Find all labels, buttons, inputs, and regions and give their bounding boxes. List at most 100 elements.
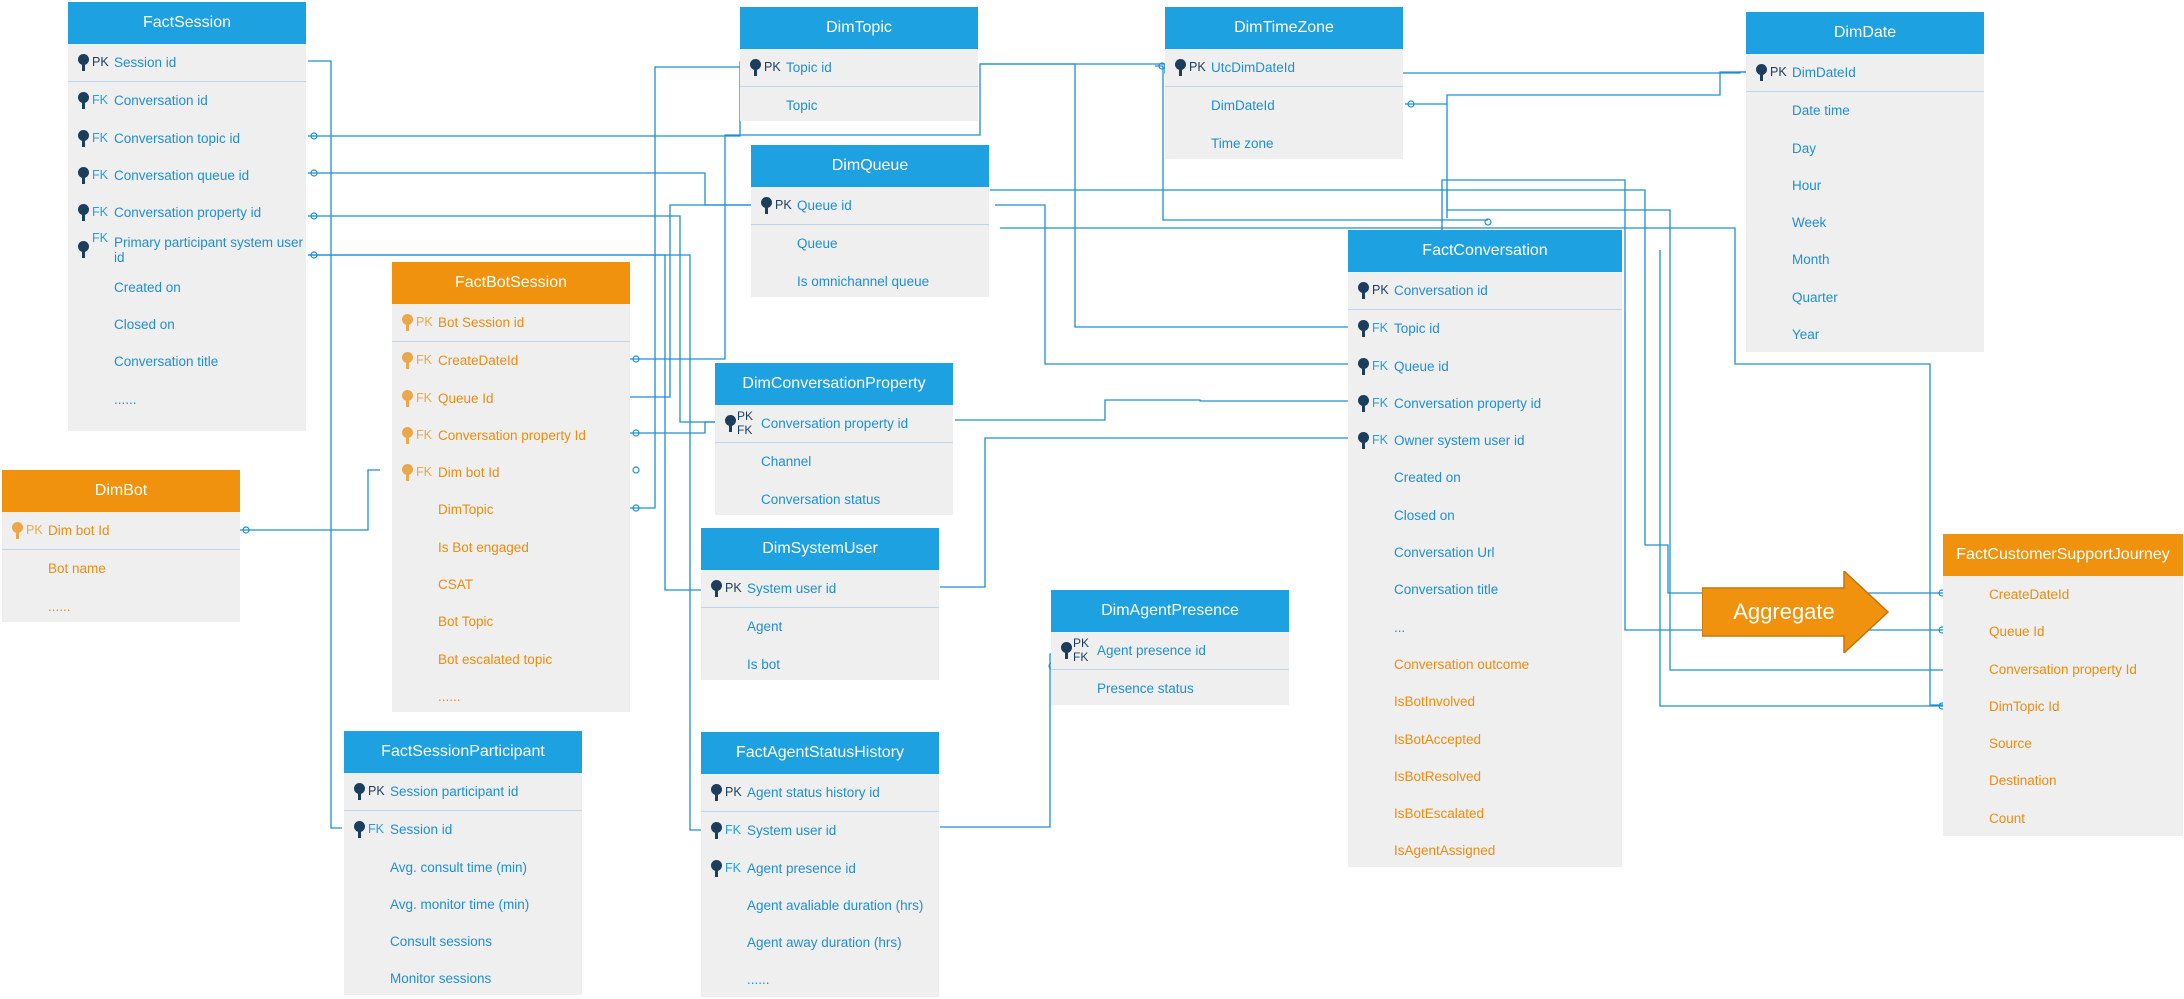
- field-label: Queue Id: [1989, 624, 2045, 640]
- dimtimezone-title: DimTimeZone: [1165, 7, 1403, 49]
- field-row: Monitor sessions: [344, 960, 582, 997]
- field-row: IsAgentAssigned: [1348, 832, 1622, 869]
- field-row: Day: [1746, 130, 1984, 167]
- field-label: Conversation property Id: [1989, 661, 2137, 677]
- field-row: ......: [2, 588, 240, 625]
- field-row: DimDateId: [1165, 87, 1403, 124]
- field-row: IsBotAccepted: [1348, 721, 1622, 758]
- field-label: IsBotEscalated: [1394, 806, 1485, 822]
- factcustomersupportjourney-title: FactCustomerSupportJourney: [1943, 534, 2183, 576]
- field-label: IsBotAccepted: [1394, 731, 1482, 747]
- field-label: Month: [1792, 252, 1830, 268]
- field-row: Is bot: [701, 646, 939, 683]
- field-label: Queue: [797, 236, 838, 252]
- dimqueue-title: DimQueue: [751, 145, 989, 187]
- field-row: IsBotResolved: [1348, 758, 1622, 795]
- field-row: Conversation outcome: [1348, 646, 1622, 683]
- field-label: System user id: [747, 581, 837, 596]
- field-label: Hour: [1792, 177, 1822, 193]
- field-row: Bot escalated topic: [392, 641, 630, 678]
- field-row: Avg. monitor time (min): [344, 886, 582, 923]
- field-row: Agent away duration (hrs): [701, 924, 939, 961]
- field-label: Is bot: [747, 656, 781, 672]
- field-label: Conversation topic id: [114, 130, 241, 146]
- factsession-title: FactSession: [68, 2, 306, 44]
- field-row: Queue: [751, 225, 989, 262]
- field-label: ...: [1394, 619, 1406, 635]
- field-row: Conversation Url: [1348, 534, 1622, 571]
- field-row: Closed on: [1348, 497, 1622, 534]
- field-label: Day: [1792, 140, 1817, 156]
- primary-key-icon: PK: [1746, 54, 1790, 91]
- foreign-key-icon: FK: [344, 811, 388, 848]
- field-row: DimTopic: [392, 491, 630, 528]
- field-label: Conversation property id: [761, 416, 909, 431]
- field-label: Session id: [114, 55, 177, 70]
- field-row: Year: [1746, 316, 1984, 353]
- field-row: Avg. consult time (min): [344, 849, 582, 886]
- dimsystemuser-title: DimSystemUser: [701, 528, 939, 570]
- field-label: Is omnichannel queue: [797, 273, 930, 289]
- field-label: Quarter: [1792, 289, 1838, 305]
- field-label: UtcDimDateId: [1211, 60, 1296, 75]
- field-label: IsAgentAssigned: [1394, 843, 1496, 859]
- factbotsession-title: FactBotSession: [392, 262, 630, 304]
- field-label: Primary participant system user id: [114, 235, 304, 266]
- field-label: Time zone: [1211, 135, 1274, 151]
- field-label: IsBotInvolved: [1394, 694, 1476, 710]
- field-row: Destination: [1943, 762, 2183, 799]
- field-label: Conversation queue id: [114, 167, 250, 183]
- field-label: Agent away duration (hrs): [747, 935, 902, 951]
- field-label: Is Bot engaged: [438, 539, 529, 555]
- field-label: Consult sessions: [390, 934, 493, 950]
- field-row: DimTopic Id: [1943, 688, 2183, 725]
- field-label: Channel: [761, 454, 812, 470]
- field-label: ......: [747, 972, 770, 988]
- field-label: DimTopic: [438, 502, 494, 518]
- field-label: Conversation title: [1394, 582, 1499, 598]
- primary-key-icon: PK: [1165, 49, 1209, 86]
- field-label: Date time: [1792, 103, 1850, 119]
- field-label: Created on: [114, 279, 181, 295]
- foreign-key-icon: FK: [1348, 348, 1392, 385]
- field-label: Conversation outcome: [1394, 656, 1530, 672]
- field-row: Agent avaliable duration (hrs): [701, 887, 939, 924]
- foreign-key-icon: FK: [701, 812, 745, 849]
- field-label: Agent avaliable duration (hrs): [747, 897, 924, 913]
- field-label: Conversation property Id: [438, 427, 586, 443]
- field-label: ......: [48, 598, 71, 614]
- primary-key-icon: PK: [392, 304, 436, 341]
- field-row: Bot name: [2, 550, 240, 587]
- field-row: ......: [68, 381, 306, 418]
- factconversation-title: FactConversation: [1348, 230, 1622, 272]
- field-label: ......: [114, 391, 137, 407]
- field-label: Presence status: [1097, 681, 1194, 697]
